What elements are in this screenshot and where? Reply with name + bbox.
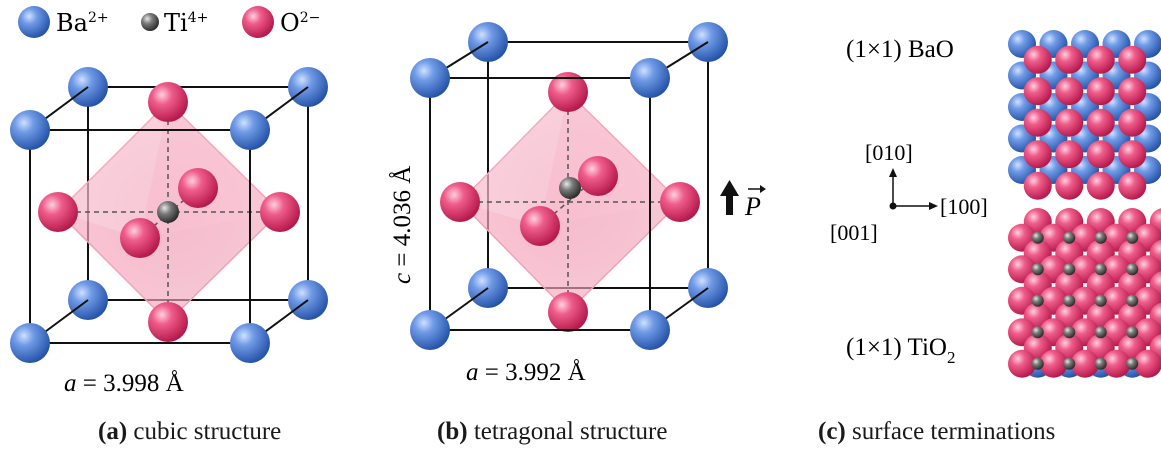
tio2-ti-atom	[1063, 294, 1076, 307]
panel-a-ba-atom	[10, 323, 50, 363]
panel-a-ba-atom	[10, 110, 50, 150]
panel-b-ti-atom	[559, 177, 581, 199]
tio2-ti-atom	[1094, 294, 1107, 307]
panel-a-o-atom	[148, 302, 188, 342]
tio2-o-atom	[1134, 349, 1161, 378]
panel-a-ti-atom	[157, 201, 179, 223]
panel-b-ba-atom	[630, 310, 670, 350]
panel-b-back-edges	[487, 41, 709, 289]
panel-c-surfaces: (1×1) BaO (1×1) TiO2 [010] [100] [001]	[830, 30, 1161, 378]
bao-o-atom	[1023, 45, 1052, 74]
tio2-termination-label: (1×1) TiO2	[846, 334, 955, 367]
panel-b-tetragonal-cell: c = 4.036 Å a = 3.992 Å P	[389, 22, 766, 386]
panel-b-a-lattice-label: a = 3.992 Å	[466, 359, 586, 386]
axis-001-label: [001]	[830, 220, 878, 245]
polarization-arrow	[720, 180, 739, 215]
tio2-ti-atom	[1063, 326, 1076, 339]
panel-b-o-atom	[578, 156, 618, 196]
caption-a: (a) cubic structure	[98, 418, 282, 445]
panel-b-c-lattice-label: c = 4.036 Å	[389, 166, 416, 284]
axis-010-label: [010]	[865, 140, 913, 165]
tio2-ti-atom	[1094, 263, 1107, 276]
panel-b-ba-atom	[410, 310, 450, 350]
panel-a-ba-atom	[230, 323, 270, 363]
bao-o-atom	[1118, 108, 1147, 137]
bao-o-atom	[1023, 140, 1052, 169]
tio2-ti-atom	[1031, 263, 1044, 276]
tio2-ti-atom	[1031, 357, 1044, 370]
tio2-ti-atom	[1094, 326, 1107, 339]
tio2-ti-atom	[1126, 231, 1139, 244]
bao-o-atom	[1118, 45, 1147, 74]
tio2-ti-atom	[1063, 357, 1076, 370]
panel-b-octahedron	[458, 90, 682, 314]
tio2-ti-atom	[1031, 294, 1044, 307]
tio2-ti-atom	[1126, 294, 1139, 307]
bao-o-atom	[1086, 140, 1115, 169]
bao-o-atom	[1086, 108, 1115, 137]
caption-b: (b) tetragonal structure	[437, 418, 668, 445]
bao-o-atom	[1023, 108, 1052, 137]
tio2-o-atom	[1039, 349, 1068, 378]
legend-ba-sphere	[18, 6, 50, 38]
legend-o-label: O2−	[280, 9, 320, 37]
legend-ti-label: Ti4+	[164, 9, 208, 37]
bao-o-atom	[1118, 171, 1147, 200]
tio2-o-atom	[1071, 349, 1099, 378]
tio2-ti-atom	[1094, 231, 1107, 244]
panel-a-ba-atom	[230, 110, 270, 150]
tio2-ti-atom	[1126, 263, 1139, 276]
axis-100-label: [100]	[940, 194, 988, 219]
legend-ti-sphere	[141, 13, 159, 31]
legend-ba-label: Ba2+	[56, 9, 109, 37]
bao-o-atom	[1023, 171, 1052, 200]
bao-o-atom	[1118, 140, 1147, 169]
bao-termination-label: (1×1) BaO	[846, 36, 954, 63]
legend-o-sphere	[242, 6, 274, 38]
tio2-ti-atom	[1031, 231, 1044, 244]
tio2-ti-atom	[1126, 357, 1139, 370]
panel-b-o-atom	[440, 182, 480, 222]
panel-b-front-edges	[429, 41, 709, 331]
bao-o-atom	[1086, 45, 1115, 74]
panel-b-o-atom	[548, 292, 588, 332]
legend: Ba2+ Ti4+ O2−	[18, 6, 320, 38]
bao-o-atom	[1055, 77, 1084, 106]
panel-a-back-edges	[87, 86, 309, 301]
panel-a-o-atom	[38, 192, 78, 232]
bao-o-atom	[1055, 45, 1084, 74]
tio2-ti-atom	[1063, 231, 1076, 244]
tio2-surface-slab	[1008, 208, 1161, 378]
tio2-ti-atom	[1094, 357, 1107, 370]
crystal-axes: [010] [100] [001]	[830, 140, 988, 245]
tio2-o-atom	[1102, 349, 1131, 378]
tio2-o-atom	[1008, 349, 1036, 378]
tio2-ti-atom	[1031, 326, 1044, 339]
bao-o-atom	[1086, 77, 1115, 106]
bao-o-atom	[1055, 140, 1084, 169]
bao-o-atom	[1086, 171, 1115, 200]
panel-b-ba-atom	[630, 58, 670, 98]
panel-b-o-atom	[548, 72, 588, 112]
panel-a-o-atom	[178, 168, 218, 208]
panel-a-cubic-cell: a = 3.998 Å	[10, 67, 328, 397]
panel-a-lattice-label: a = 3.998 Å	[64, 370, 184, 397]
svg-text:P: P	[744, 192, 761, 221]
panel-b-o-atom	[660, 182, 700, 222]
panel-a-o-atom	[148, 82, 188, 122]
panel-a-o-atom	[260, 192, 300, 232]
bao-o-atom	[1118, 77, 1147, 106]
bao-o-atom	[1055, 108, 1084, 137]
panel-a-o-atom	[120, 218, 160, 258]
bao-o-atom	[1023, 77, 1052, 106]
caption-c: (c) surface terminations	[818, 418, 1056, 445]
bao-o-atom	[1055, 171, 1084, 200]
tio2-ti-atom	[1063, 263, 1076, 276]
panel-b-ba-atom	[410, 58, 450, 98]
panel-b-o-atom	[520, 206, 560, 246]
bao-surface-slab	[1008, 30, 1161, 200]
tio2-ti-atom	[1126, 326, 1139, 339]
polarization-vector-label: P	[744, 185, 766, 221]
